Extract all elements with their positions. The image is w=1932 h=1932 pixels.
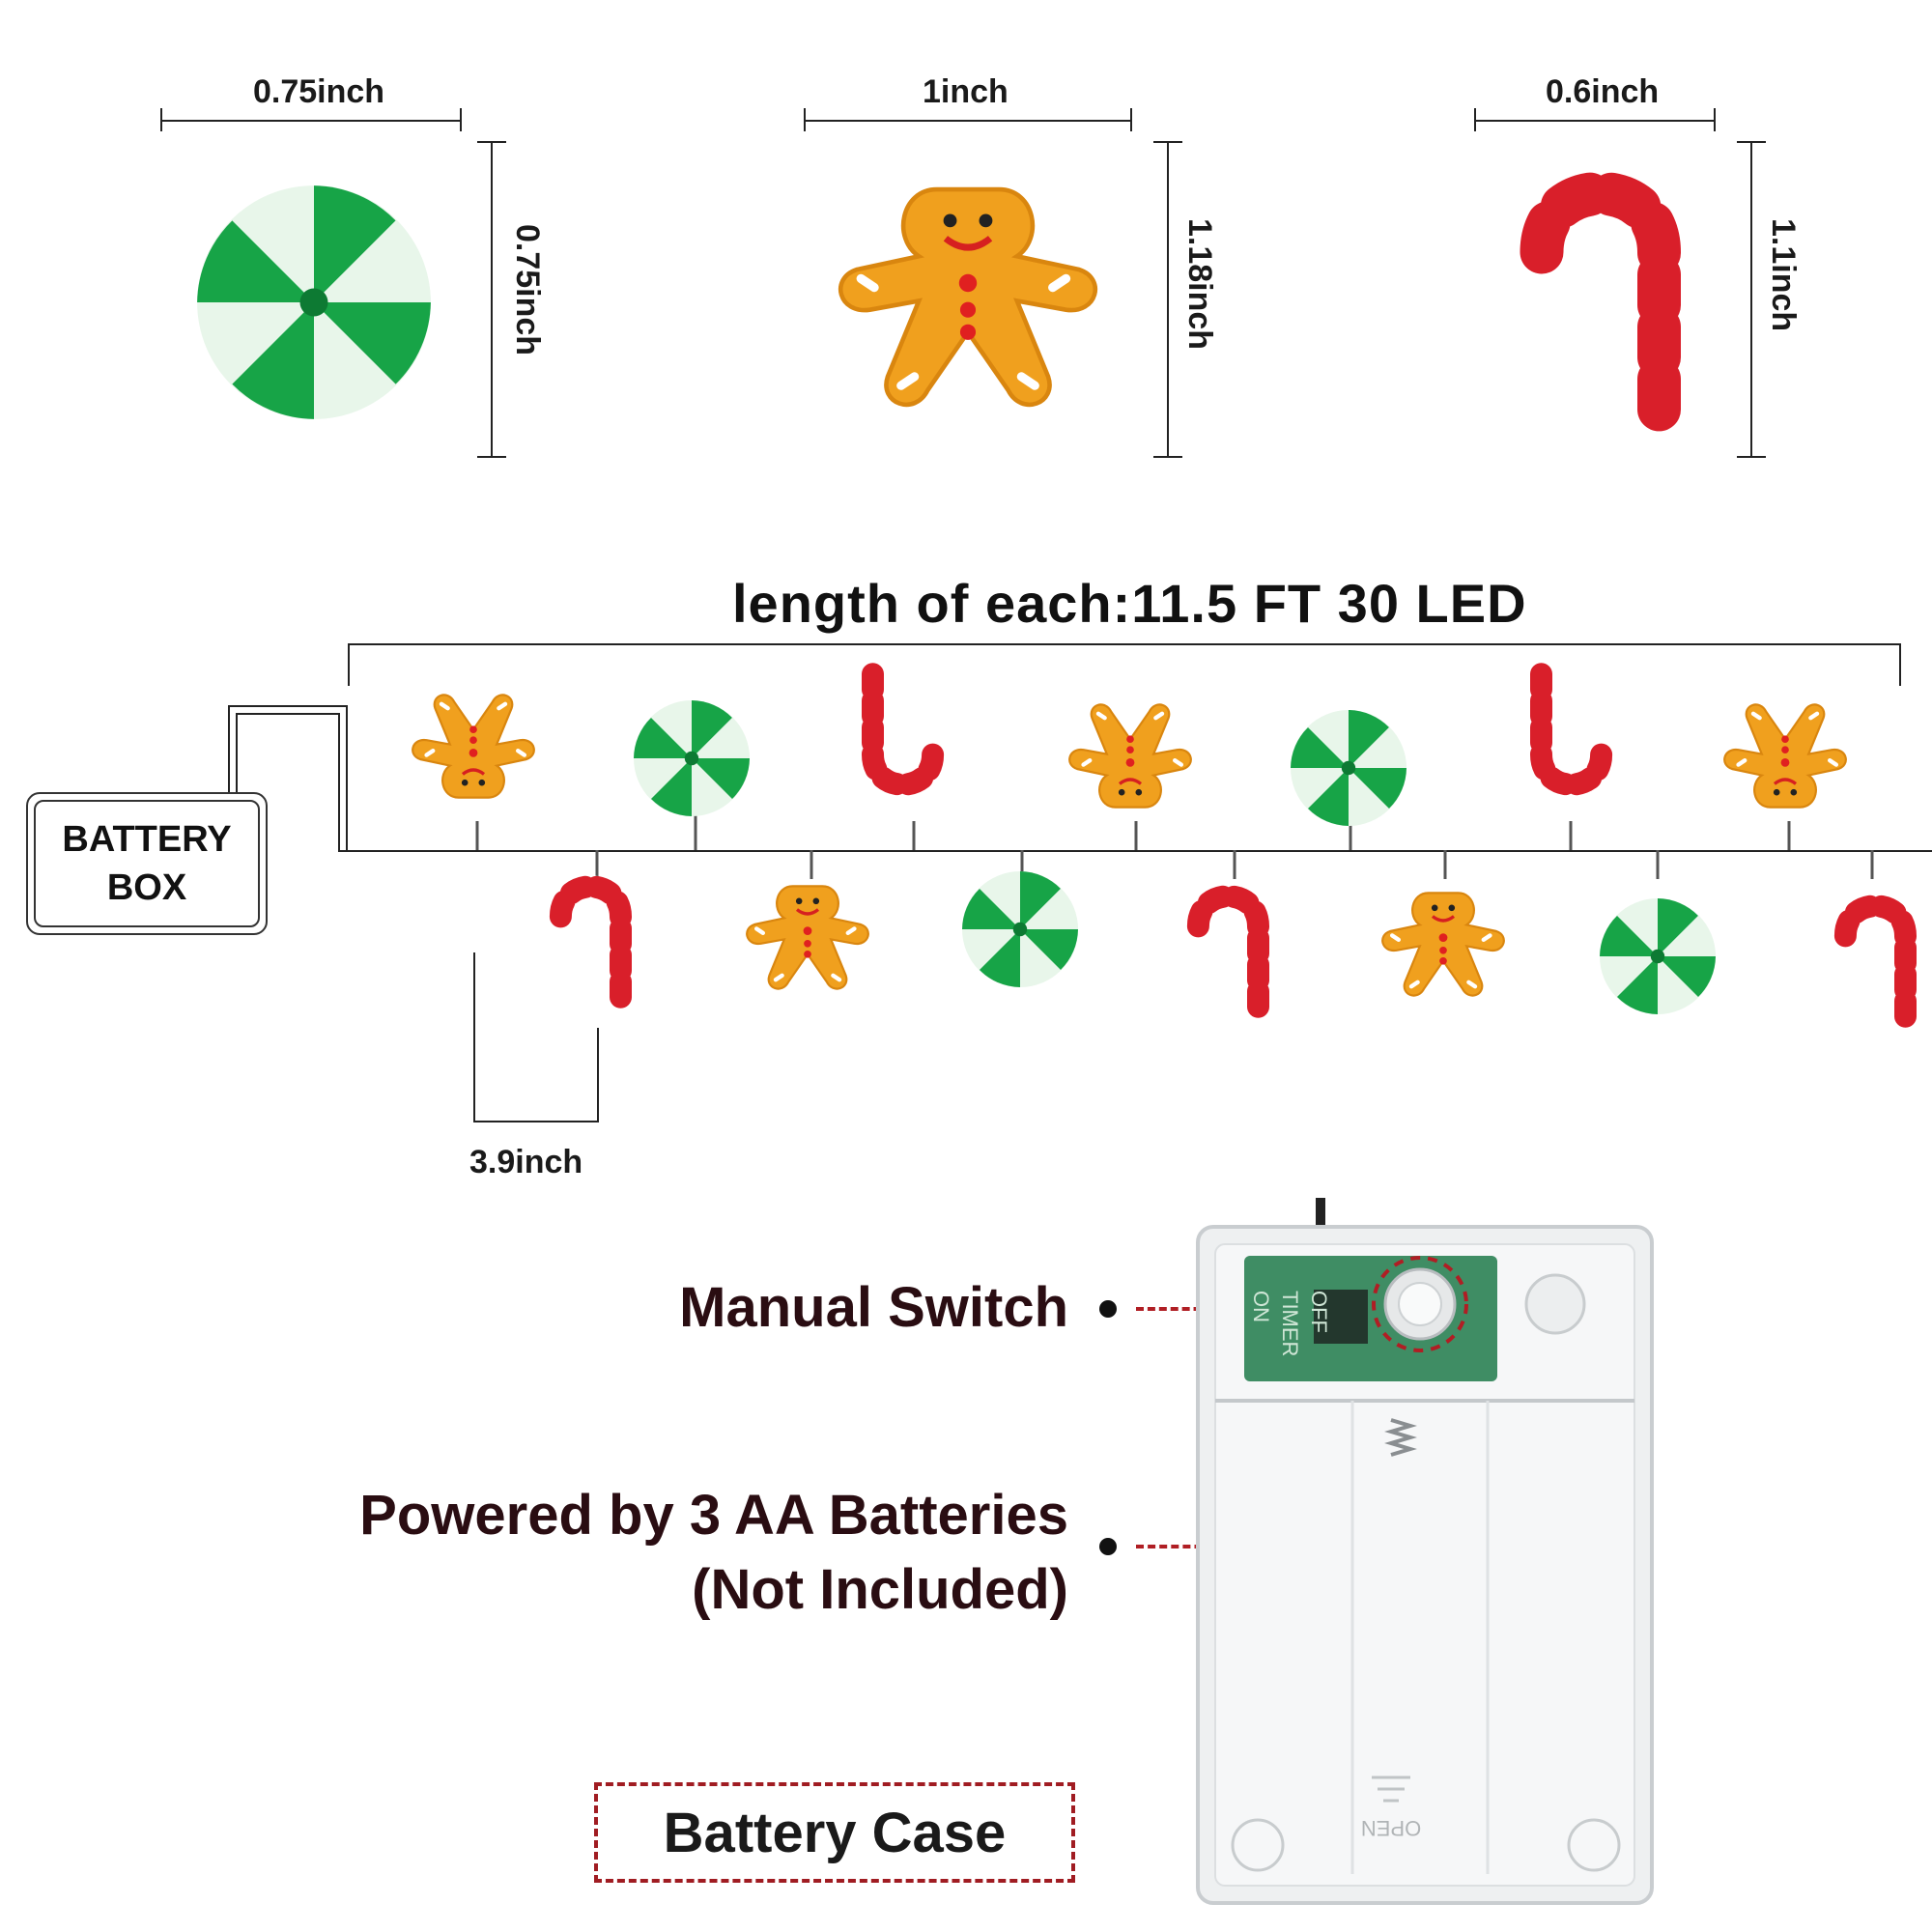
power-label-line1: Powered by 3 AA Batteries bbox=[359, 1484, 1068, 1547]
lower-candycane-3 bbox=[1845, 906, 1905, 1018]
switch-on-mark: ON bbox=[1249, 1291, 1273, 1322]
battery-box: BATTERY BOX bbox=[26, 792, 268, 935]
peppermint-width-label: 0.75inch bbox=[253, 73, 385, 110]
string-lights bbox=[0, 0, 1932, 1063]
upper-gingerbread-1 bbox=[412, 695, 534, 797]
gingerbread-height-label: 1.18inch bbox=[1181, 218, 1218, 351]
manual-switch-label: Manual Switch bbox=[679, 1276, 1068, 1339]
power-label-line2: (Not Included) bbox=[692, 1558, 1068, 1621]
lower-gingerbread-1 bbox=[747, 886, 868, 988]
switch-off-mark: OFF bbox=[1307, 1291, 1331, 1333]
lower-candycane-2 bbox=[1198, 896, 1258, 1009]
candycane-width-label: 0.6inch bbox=[1546, 73, 1660, 110]
gingerbread-width-label: 1inch bbox=[923, 73, 1009, 110]
battery-box-line1: BATTERY bbox=[62, 819, 232, 860]
upper-candycane-2 bbox=[1542, 672, 1602, 784]
lower-peppermint-2 bbox=[1600, 898, 1716, 1014]
upper-gingerbread-3 bbox=[1724, 704, 1846, 807]
string-length-title: length of each:11.5 FT 30 LED bbox=[732, 573, 1527, 634]
lower-candycane-1 bbox=[560, 887, 620, 999]
switch-timer-mark: TIMER bbox=[1278, 1291, 1302, 1356]
battery-case-label: Battery Case bbox=[663, 1801, 1007, 1864]
lower-peppermint-1 bbox=[962, 871, 1078, 987]
upper-gingerbread-2 bbox=[1069, 704, 1191, 807]
candycane-height-label: 1.1inch bbox=[1765, 218, 1802, 332]
lower-gingerbread-2 bbox=[1382, 893, 1504, 995]
battery-box-line2: BOX bbox=[106, 867, 187, 908]
upper-peppermint-2 bbox=[1291, 710, 1406, 826]
battery-case-label-box: Battery Case bbox=[594, 1782, 1075, 1883]
upper-candycane-1 bbox=[873, 672, 933, 784]
spacing-label: 3.9inch bbox=[469, 1144, 583, 1180]
battery-case-icon: ON TIMER OFF OPEN bbox=[1196, 1198, 1654, 1905]
case-open-mark: OPEN bbox=[1361, 1816, 1421, 1840]
upper-peppermint-1 bbox=[634, 700, 750, 816]
peppermint-height-label: 0.75inch bbox=[509, 224, 546, 356]
